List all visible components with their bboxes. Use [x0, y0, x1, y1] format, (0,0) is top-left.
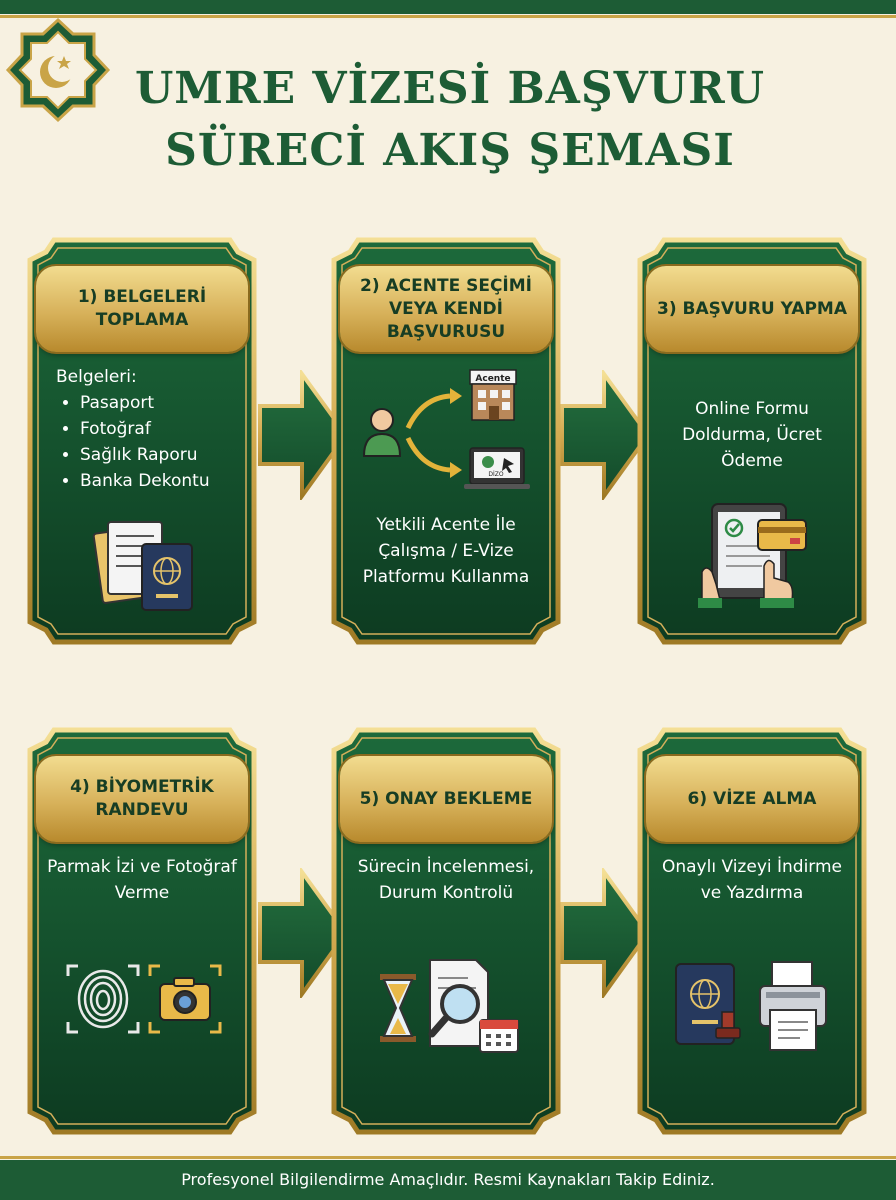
step-heading: 1) BELGELERİ TOPLAMA [77, 287, 207, 330]
document-list: Belgeleri: Pasaport Fotoğraf Sağlık Rapo… [56, 364, 236, 494]
flow-arrow-4-to-5 [258, 868, 348, 998]
step-card-6: 6) VİZE ALMA Onaylı Vizeyi İndirme ve Ya… [636, 726, 868, 1136]
list-item: Fotoğraf [80, 416, 236, 442]
step-heading-banner: 5) ONAY BEKLEME [340, 756, 552, 842]
step-heading: 4) BİYOMETRİK RANDEVU [70, 777, 214, 820]
flow-arrow-1-to-2 [258, 370, 348, 500]
person-agency-evisa-icon: Acente DİZO [362, 369, 530, 489]
flow-arrow-2-to-3 [560, 370, 650, 500]
step-description: Online Formu Doldurma, Ücret Ödeme [682, 399, 822, 471]
step-card-1: 1) BELGELERİ TOPLAMA Belgeleri: Pasaport… [26, 236, 258, 646]
step-heading: 3) BAŞVURU YAPMA [656, 298, 848, 319]
step-description: Parmak İzi ve Fotoğraf Verme [47, 857, 237, 903]
step-heading-banner: 4) BİYOMETRİK RANDEVU [36, 756, 248, 842]
passport-printer-icon [675, 961, 827, 1051]
crescent-star-emblem-icon [5, 17, 111, 123]
tablet-payment-icon [698, 503, 807, 608]
step-card-4: 4) BİYOMETRİK RANDEVU Parmak İzi ve Foto… [26, 726, 258, 1136]
flow-arrow-5-to-6 [560, 868, 650, 998]
agency-sign: Acente [475, 374, 510, 384]
step-heading-banner: 6) VİZE ALMA [646, 756, 858, 842]
step-heading: 5) ONAY BEKLEME [359, 788, 533, 809]
hourglass-magnifier-calendar-icon [380, 959, 519, 1053]
step-heading-banner: 1) BELGELERİ TOPLAMA [36, 266, 248, 352]
step-heading: 2) ACENTE SEÇİMİ VEYA KENDİ BAŞVURUSU [359, 275, 533, 342]
step-description: Onaylı Vizeyi İndirme ve Yazdırma [661, 857, 843, 903]
documents-passport-icon [92, 521, 193, 611]
step-heading-banner: 2) ACENTE SEÇİMİ VEYA KENDİ BAŞVURUSU [340, 266, 552, 352]
list-item: Sağlık Raporu [80, 442, 236, 468]
footer-disclaimer: Profesyonel Bilgilendirme Amaçlıdır. Res… [0, 1156, 896, 1200]
step-heading: 6) VİZE ALMA [687, 788, 817, 809]
step-card-2: 2) ACENTE SEÇİMİ VEYA KENDİ BAŞVURUSU Ac… [330, 236, 562, 646]
step-description: Sürecin İncelenmesi, Durum Kontrolü [357, 857, 535, 903]
list-item: Banka Dekontu [80, 468, 236, 494]
fingerprint-camera-icon [66, 964, 222, 1034]
list-item: Pasaport [80, 390, 236, 416]
evisa-screen-label: DİZO [488, 471, 504, 478]
step-card-3: 3) BAŞVURU YAPMA Online Formu Doldurma, … [636, 236, 868, 646]
step-heading-banner: 3) BAŞVURU YAPMA [646, 266, 858, 352]
step-description: Yetkili Acente İle Çalışma / E-Vize Plat… [362, 515, 530, 587]
top-border [0, 0, 896, 18]
document-list-intro: Belgeleri: [56, 367, 137, 387]
step-card-5: 5) ONAY BEKLEME Sürecin İncelenmesi, Dur… [330, 726, 562, 1136]
